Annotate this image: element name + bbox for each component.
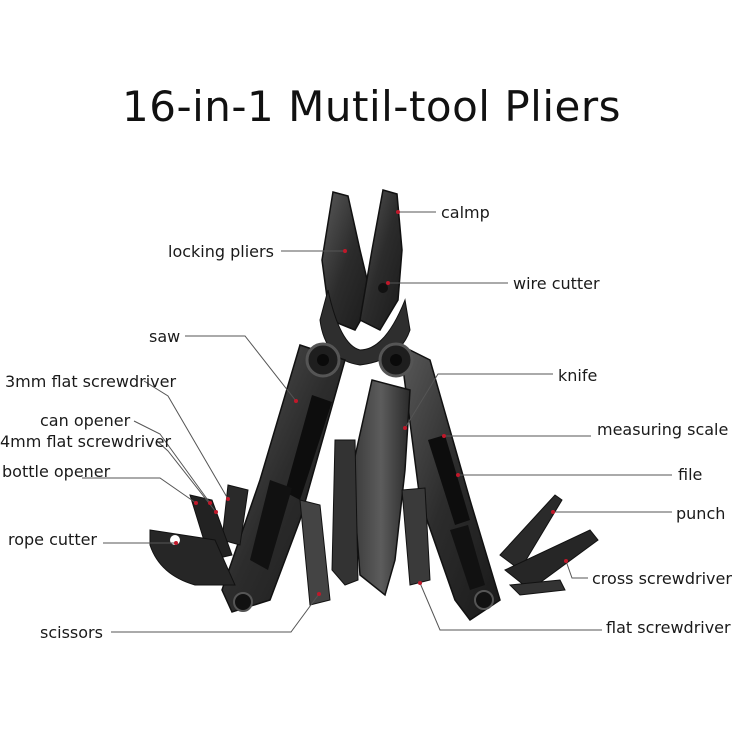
measuring-scale (401, 487, 431, 586)
plier-jaws (319, 189, 411, 366)
label-file: file (678, 465, 703, 484)
right-foldout-tools (499, 494, 599, 596)
label-bottle-opener: bottle opener (2, 462, 111, 481)
label-wire-cutter: wire cutter (513, 274, 600, 293)
label-calmp: calmp (441, 203, 490, 222)
point-markers (174, 210, 568, 596)
label-scissors: scissors (40, 623, 103, 642)
label-flat-screwdriver: flat screwdriver (606, 618, 731, 637)
scissors-blade (299, 499, 331, 606)
label-3mm-flat-screwdriver: 3mm flat screwdriver (5, 372, 177, 391)
left-handle (221, 342, 346, 613)
label-rope-cutter: rope cutter (8, 530, 98, 549)
label-knife: knife (558, 366, 598, 385)
label-saw: saw (149, 327, 181, 346)
knife-blade (351, 379, 411, 597)
label-locking-pliers: locking pliers (168, 242, 274, 261)
page-title: 16-in-1 Mutil-tool Pliers (122, 82, 621, 131)
label-measuring-scale: measuring scale (597, 420, 729, 439)
label-punch: punch (676, 504, 726, 523)
leader-lines (82, 211, 672, 633)
label-can-opener: can opener (40, 411, 131, 430)
label-4mm-flat-screwdriver: 4mm flat screwdriver (0, 432, 172, 451)
saw-blade (331, 439, 359, 586)
label-cross-screwdriver: cross screwdriver (592, 569, 732, 588)
